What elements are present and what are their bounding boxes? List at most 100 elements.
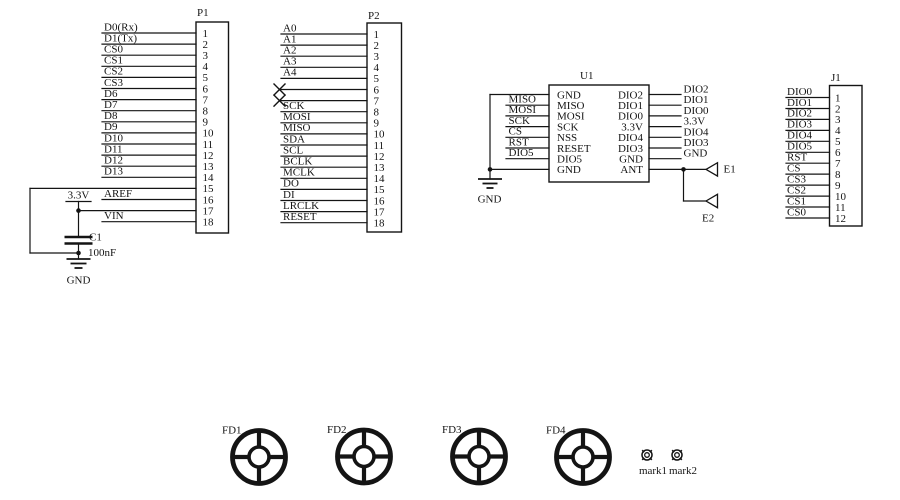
- j1-pin-number: 7: [835, 158, 841, 170]
- mark-tick: [649, 449, 653, 453]
- p2-net-label: MCLK: [283, 167, 315, 179]
- fiducial[interactable]: [554, 428, 612, 486]
- j1-net-label: DIO3: [787, 119, 813, 131]
- no-connect-x: [273, 94, 286, 108]
- u1-net-label: CS: [509, 126, 522, 138]
- j1-net-label: CS1: [787, 195, 806, 207]
- fiducial-inner-circle: [247, 445, 271, 469]
- j1-net-label: CS2: [787, 184, 806, 196]
- j1-pin-number: 1: [835, 92, 841, 104]
- mark-symbol[interactable]: [641, 449, 653, 461]
- mark-outer-circle: [671, 449, 683, 461]
- p1-pin-number: 3: [203, 50, 209, 62]
- antenna-e1[interactable]: [704, 161, 719, 178]
- u1-pin-name: RESET: [557, 143, 591, 155]
- j1-net-label: DIO1: [787, 97, 812, 109]
- p1-ref: P1: [197, 7, 209, 19]
- j1-net-label: DIO2: [787, 108, 812, 120]
- p1-pin-number: 10: [203, 128, 215, 140]
- p1-pin-number: 4: [203, 61, 209, 73]
- p1-pin-number: 7: [203, 94, 209, 106]
- mark-tick: [671, 449, 675, 453]
- p2-pin-number: 2: [374, 40, 380, 52]
- gnd-symbol-left: [66, 258, 91, 269]
- rail-3v3-label: 3.3V: [68, 190, 90, 202]
- u1-net-label: SCK: [509, 115, 530, 127]
- fiducial-label: FD3: [442, 424, 462, 436]
- p1-pin-number: 11: [203, 139, 214, 151]
- p1-pin-number: 17: [203, 205, 215, 217]
- p1-pin-number: 6: [203, 83, 209, 95]
- p1-pin-number: 14: [203, 172, 215, 184]
- mark-symbol[interactable]: [671, 449, 683, 461]
- u1-pin-name: DIO0: [618, 111, 644, 123]
- j1-net-label: CS0: [787, 206, 806, 218]
- p2-pin-number: 14: [374, 173, 386, 185]
- p2-net-label: A2: [283, 45, 296, 57]
- u1-net-label: DIO0: [684, 105, 710, 117]
- ic-u1-body[interactable]: [548, 84, 650, 183]
- p2-net-label: A0: [283, 22, 297, 34]
- u1-pin-name: DIO1: [618, 100, 643, 112]
- j1-pin-number: 9: [835, 180, 841, 192]
- j1-pin-number: 3: [835, 114, 841, 126]
- p2-pin-number: 10: [374, 129, 386, 141]
- j1-pin-number: 4: [835, 125, 841, 137]
- p2-pin-number: 5: [374, 73, 380, 85]
- antenna-e2[interactable]: [704, 193, 719, 209]
- u1-ref: U1: [580, 70, 593, 82]
- p1-net-label: CS2: [104, 66, 123, 78]
- p2-pin-number: 7: [374, 95, 380, 107]
- mark-label: mark2: [669, 465, 697, 477]
- u1-net-label: DIO1: [684, 94, 709, 106]
- p1-pin-number: 9: [203, 117, 209, 129]
- j1-net-label: RST: [787, 152, 807, 164]
- mark-tick: [679, 457, 683, 461]
- p1-net-label: CS0: [104, 44, 123, 56]
- u1-net-label: DIO5: [509, 147, 535, 159]
- p1-net-label: D0(Rx): [104, 21, 138, 33]
- u1-net-label: DIO2: [684, 84, 709, 96]
- fiducial[interactable]: [450, 427, 508, 486]
- fiducial-label: FD4: [546, 425, 566, 437]
- connector-p1-body[interactable]: [195, 21, 230, 234]
- p2-net-label: SDA: [283, 133, 305, 145]
- u1-pin-name: DIO3: [618, 143, 644, 155]
- j1-net-label: DIO5: [787, 141, 813, 153]
- gnd-label-u1: GND: [478, 194, 502, 206]
- p1-net-label: D1(Tx): [104, 32, 137, 44]
- fiducial[interactable]: [335, 427, 393, 486]
- p2-net-label: A3: [283, 56, 297, 68]
- u1-pin-name: GND: [557, 89, 581, 101]
- p1-net-label: D11: [104, 143, 123, 155]
- p1-net-label: D6: [104, 88, 118, 100]
- u1-net-label: GND: [684, 148, 708, 160]
- u1-pin-name: 3.3V: [621, 121, 643, 133]
- u1-pin-name: MISO: [557, 100, 585, 112]
- p1-net-label: AREF: [104, 188, 132, 200]
- connector-j1-body[interactable]: [828, 84, 863, 227]
- p2-pin-number: 11: [374, 140, 385, 152]
- p2-pin-number: 15: [374, 184, 386, 196]
- p1-pin-number: 5: [203, 72, 209, 84]
- connector-p2-body[interactable]: [366, 22, 403, 233]
- p2-net-label: MISO: [283, 122, 311, 134]
- c1-value: 100nF: [88, 247, 116, 259]
- p1-net-label: D9: [104, 121, 118, 133]
- p1-net-label: CS1: [104, 55, 123, 67]
- j1-pin-number: 6: [835, 147, 841, 159]
- u1-net-label: MOSI: [509, 104, 537, 116]
- p1-net-label: D13: [104, 166, 123, 178]
- p1-net-label: D12: [104, 155, 123, 167]
- p1-pin-number: 18: [203, 217, 215, 229]
- j1-pin-number: 12: [835, 213, 846, 225]
- j1-pin-number: 8: [835, 169, 841, 181]
- p2-pin-number: 6: [374, 84, 380, 96]
- fiducial[interactable]: [230, 428, 288, 486]
- p2-pin-number: 16: [374, 195, 386, 207]
- j1-net-label: CS3: [787, 173, 806, 185]
- p2-pin-number: 8: [374, 107, 380, 119]
- mark-tick: [679, 449, 683, 453]
